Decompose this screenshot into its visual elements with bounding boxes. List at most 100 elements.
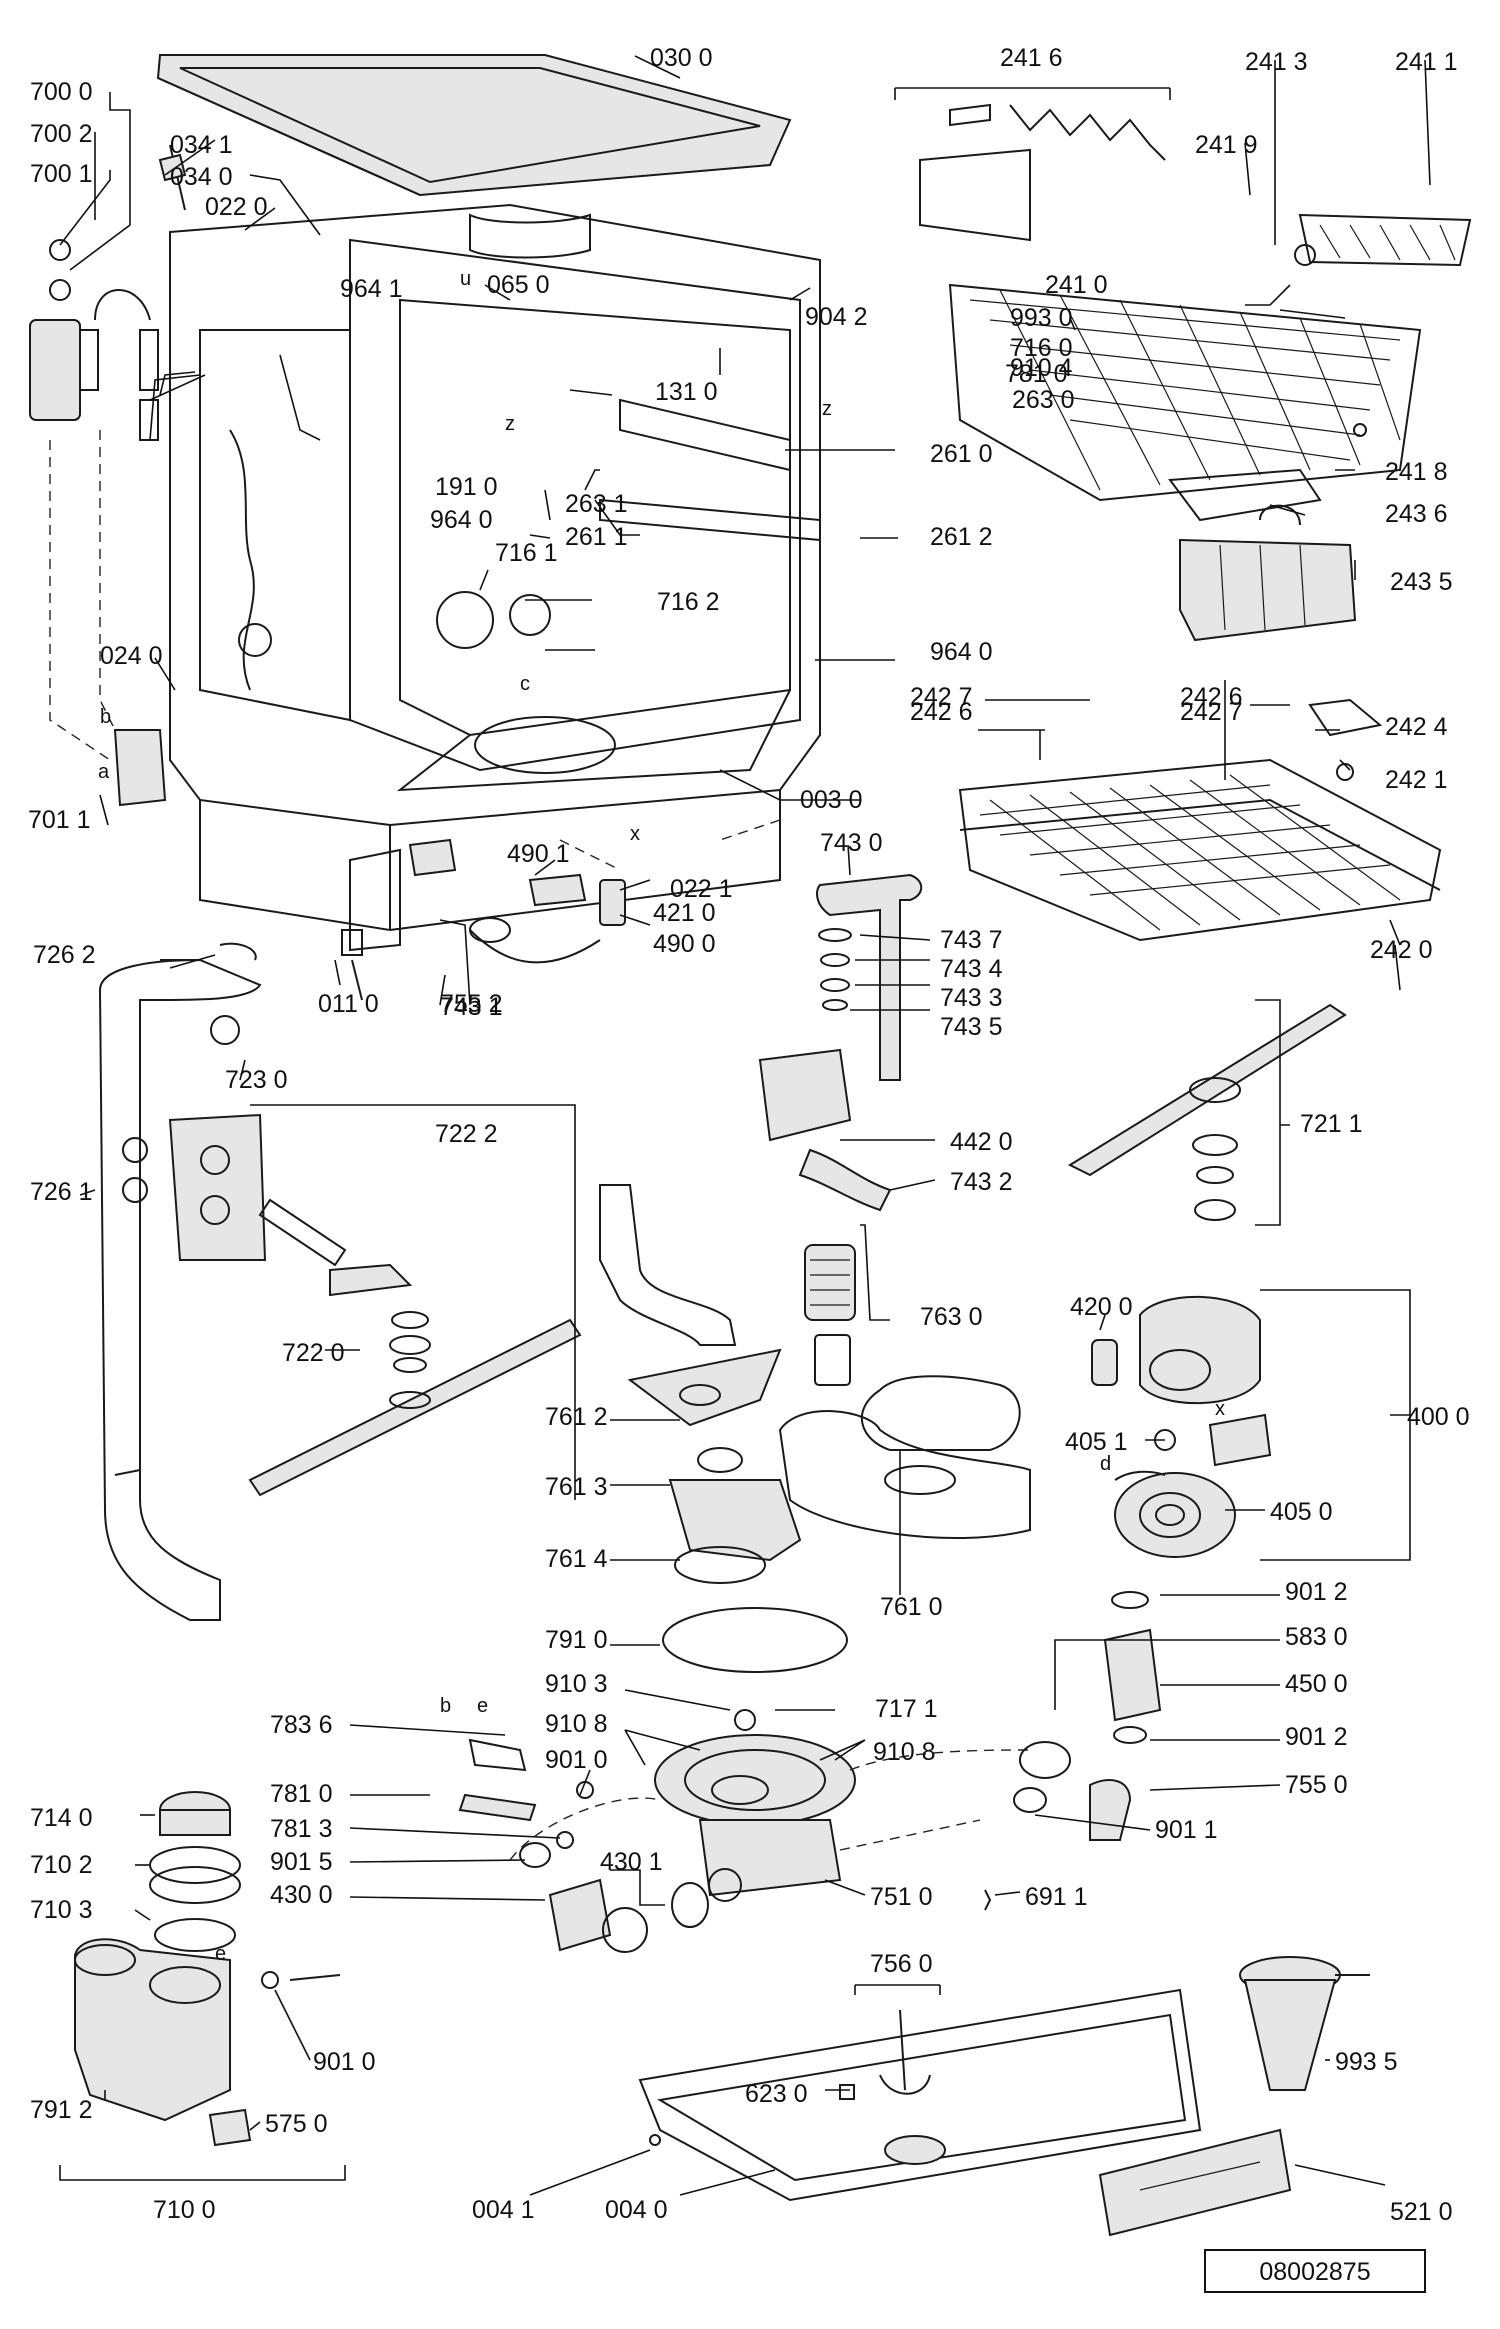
part-label: 065 0 <box>487 271 550 299</box>
part-label: 716 1 <box>495 539 558 567</box>
part-label: 241 1 <box>1395 48 1458 76</box>
part-label: 710 3 <box>30 1896 93 1924</box>
part-label: 421 0 <box>653 899 716 927</box>
part-label: 034 1 <box>170 131 233 159</box>
callout-letter: c <box>520 673 530 695</box>
part-label: 910 8 <box>873 1738 936 1766</box>
part-label: 726 2 <box>33 941 96 969</box>
part-label: 263 0 <box>1012 386 1075 414</box>
part-label: 743 3 <box>940 984 1003 1012</box>
part-label: 490 0 <box>653 930 716 958</box>
fine-filter-plate <box>778 1375 1031 1539</box>
part-label: 420 0 <box>1070 1293 1133 1321</box>
part-label: 405 1 <box>1065 1428 1128 1456</box>
part-label: 743 5 <box>940 1013 1003 1041</box>
part-label: 691 1 <box>1025 1883 1088 1911</box>
part-label: 022 0 <box>205 193 268 221</box>
part-label: 717 1 <box>875 1695 938 1723</box>
upper-water-conduit <box>758 873 923 1212</box>
part-label: 003 0 <box>800 786 863 814</box>
part-label: 583 0 <box>1285 1623 1348 1651</box>
central-conduit <box>599 1184 802 1584</box>
part-label: 743 0 <box>820 829 883 857</box>
part-label: 901 0 <box>545 1746 608 1774</box>
part-label: 400 0 <box>1407 1403 1470 1431</box>
part-label: 710 2 <box>30 1851 93 1879</box>
callout-letter: b <box>100 706 111 728</box>
control-module <box>1098 2128 1292 2237</box>
part-label: 243 6 <box>1385 500 1448 528</box>
callout-letter: a <box>98 761 110 783</box>
part-label: 901 5 <box>270 1848 333 1876</box>
water-supply-tube <box>98 942 262 1621</box>
basket-rail-kit <box>919 103 1166 242</box>
lower-spray-arm-assembly <box>168 1113 582 1497</box>
part-label: 034 0 <box>170 163 233 191</box>
part-label: 004 0 <box>605 2196 668 2224</box>
sump-assembly <box>654 1709 856 1902</box>
part-label: 751 0 <box>870 1883 933 1911</box>
part-label: 700 0 <box>30 78 93 106</box>
part-label: 964 1 <box>340 275 403 303</box>
callout-letter: d <box>1100 1453 1111 1475</box>
part-label: 904 2 <box>805 303 868 331</box>
part-label: 910 8 <box>545 1710 608 1738</box>
cutlery-basket <box>1168 468 1357 642</box>
worktop-lid <box>156 54 792 197</box>
part-label: 743 7 <box>940 926 1003 954</box>
part-label: 755 2 <box>440 990 503 1018</box>
inlet-hoses <box>458 1738 594 1849</box>
cup-rack <box>1294 213 1472 267</box>
part-label: 791 2 <box>30 2096 93 2124</box>
part-label: 722 0 <box>282 1339 345 1367</box>
part-label: 430 1 <box>600 1848 663 1876</box>
part-label: 241 3 <box>1245 48 1308 76</box>
callout-letter: x <box>630 823 640 845</box>
callout-letter: e <box>215 1943 226 1965</box>
part-label: 901 1 <box>1155 1816 1218 1844</box>
part-label: 263 1 <box>565 490 628 518</box>
part-label: 901 0 <box>313 2048 376 2076</box>
part-label: 901 2 <box>1285 1723 1348 1751</box>
callout-letter: z <box>822 398 832 420</box>
part-label: 781 0 <box>270 1780 333 1808</box>
callout-letter: e <box>477 1695 488 1717</box>
part-label: 763 0 <box>920 1303 983 1331</box>
callout-letter: z <box>505 413 515 435</box>
part-label: 910 4 <box>1010 354 1073 382</box>
part-label: 024 0 <box>100 642 163 670</box>
part-label: 242 0 <box>1370 936 1433 964</box>
part-label: 241 6 <box>1000 44 1063 72</box>
part-label: 726 1 <box>30 1178 93 1206</box>
part-label: 901 2 <box>1285 1578 1348 1606</box>
part-label: 721 1 <box>1300 1110 1363 1138</box>
part-label: 004 1 <box>472 2196 535 2224</box>
part-label: 761 2 <box>545 1403 608 1431</box>
callout-letter: u <box>460 268 471 290</box>
part-label: 011 0 <box>318 990 379 1018</box>
part-label: 575 0 <box>265 2110 328 2138</box>
water-softener <box>74 1791 341 2147</box>
part-label: 755 0 <box>1285 1771 1348 1799</box>
tub-cabinet <box>169 203 821 952</box>
part-label: 241 8 <box>1385 458 1448 486</box>
part-label: 756 0 <box>870 1950 933 1978</box>
part-label: 910 3 <box>545 1670 608 1698</box>
drain-hose-connector <box>984 1591 1162 1911</box>
part-label: 450 0 <box>1285 1670 1348 1698</box>
part-label: 700 2 <box>30 120 93 148</box>
part-label: 722 2 <box>435 1120 498 1148</box>
callout-letter: b <box>440 1695 451 1717</box>
part-label: 743 1 <box>440 993 503 1021</box>
part-label: 022 1 <box>670 875 733 903</box>
wash-motor <box>1091 1295 1272 1558</box>
part-label: 761 3 <box>545 1473 608 1501</box>
part-label: 490 1 <box>507 840 570 868</box>
part-label: 783 6 <box>270 1711 333 1739</box>
part-label: 716 0 <box>1010 334 1073 362</box>
document-number: 08002875 <box>1259 2258 1370 2286</box>
small-parts <box>158 144 1367 1001</box>
part-label: 430 0 <box>270 1881 333 1909</box>
part-label: 242 7 <box>1180 698 1243 726</box>
